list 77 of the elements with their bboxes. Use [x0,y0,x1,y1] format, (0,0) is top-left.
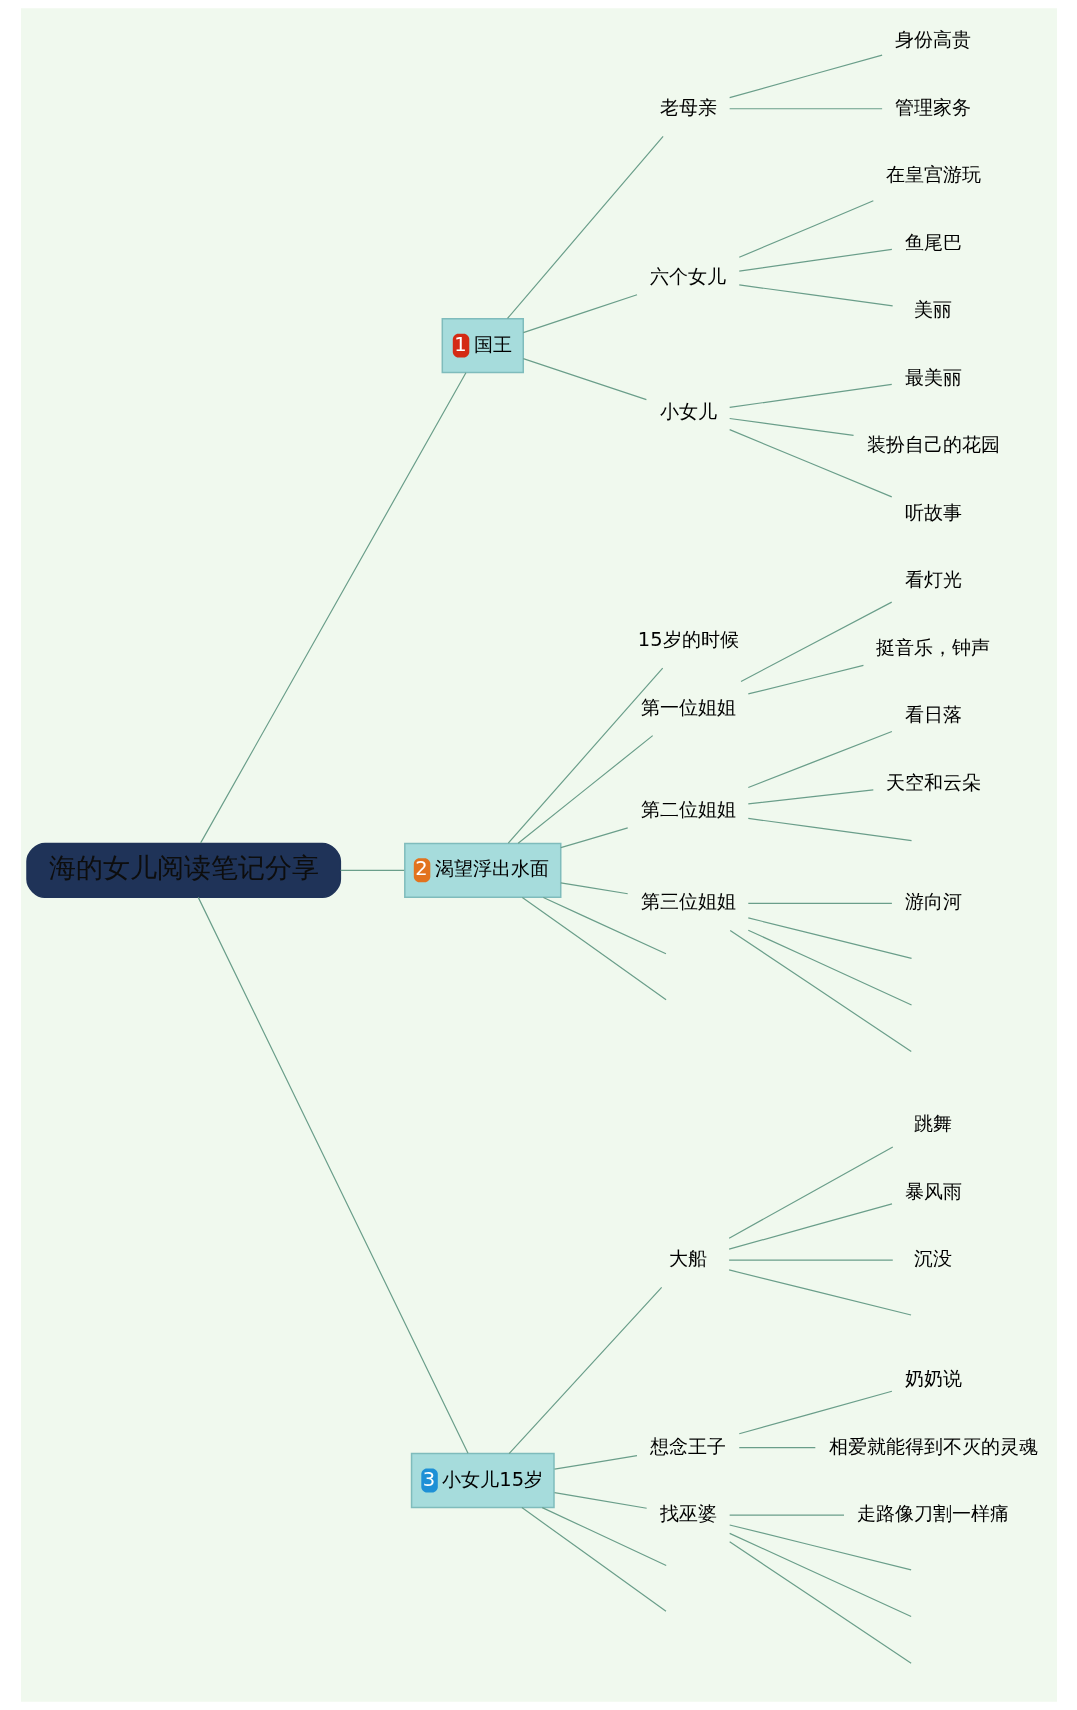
node-text: 天空和云朵 [885,770,981,794]
node-text: 挺音乐，钟声 [875,635,990,659]
node-box: 海的女儿阅读笔记分享 [25,842,341,899]
node-text: 奶奶说 [904,1367,962,1391]
connector [728,1203,893,1250]
node-text: 沉没 [913,1247,952,1271]
connector [728,1259,893,1261]
node-text: 装扮自己的花园 [866,433,1000,457]
connector [728,1514,845,1516]
connector [738,1390,892,1435]
node-text: 在皇宫游玩 [885,163,981,187]
node-text: 大船 [668,1247,707,1271]
connector [507,667,663,844]
node-text: 管理家务 [894,95,971,119]
node-text: 最美丽 [904,365,962,389]
node-text: 相爱就能得到不灭的灵魂 [828,1434,1038,1458]
connector [729,929,912,1053]
connector [197,896,469,1454]
node-text: 找巫婆 [659,1502,717,1526]
node-text: 身份高贵 [894,28,971,52]
connector [508,1286,662,1455]
connector [747,789,874,805]
connector [559,827,628,849]
node-text: 游向河 [904,890,962,914]
connector [542,896,667,955]
node-text: 小女儿 [659,400,717,424]
connector [728,417,854,436]
connector [738,284,893,307]
node-text: 想念王子 [649,1434,726,1458]
node-text: 第一位姐姐 [640,695,736,719]
node-text: 走路像刀割一样痛 [856,1502,1009,1526]
connector [728,1532,912,1618]
connector [728,1541,912,1664]
connector [728,1269,912,1316]
connector [506,135,664,320]
node-text: 鱼尾巴 [904,230,962,254]
node-text: 暴风雨 [904,1179,962,1203]
connector [747,817,912,842]
connector [747,902,892,904]
connector [199,372,467,844]
node-text: 第二位姐姐 [640,797,736,821]
node-text: 六个女儿 [649,265,726,289]
connector [559,882,628,895]
node-box: 3 小女儿15岁 [410,1452,555,1509]
connector [738,200,874,258]
node-text: 第三位姐姐 [640,890,736,914]
connector [747,664,864,695]
connector [522,358,647,401]
connector [522,294,638,334]
node-text: 老母亲 [659,95,717,119]
connector [517,735,653,844]
connector [738,248,892,272]
connector [553,1455,638,1470]
connector [728,54,883,99]
node-box: 1 国王 [441,317,524,374]
connector [747,929,912,1006]
connector [728,1524,912,1571]
node-text: 看灯光 [904,568,962,592]
connector [521,896,667,1001]
connector [738,1447,816,1449]
connector [728,383,892,408]
connector [728,429,892,498]
connector [520,1507,667,1612]
node-text: 听故事 [904,500,962,524]
connector [739,601,892,682]
connector [339,869,405,871]
connector [728,108,883,110]
connector [553,1491,647,1509]
node-text: 看日落 [904,703,962,727]
connector [747,730,892,789]
node-box: 2 渴望浮出水面 [403,842,561,899]
node-text: 美丽 [913,298,952,322]
node-text: 跳舞 [913,1112,952,1136]
node-text: 15岁的时候 [637,628,739,652]
connector [747,917,912,959]
connector [728,1146,893,1239]
connector [541,1507,667,1567]
